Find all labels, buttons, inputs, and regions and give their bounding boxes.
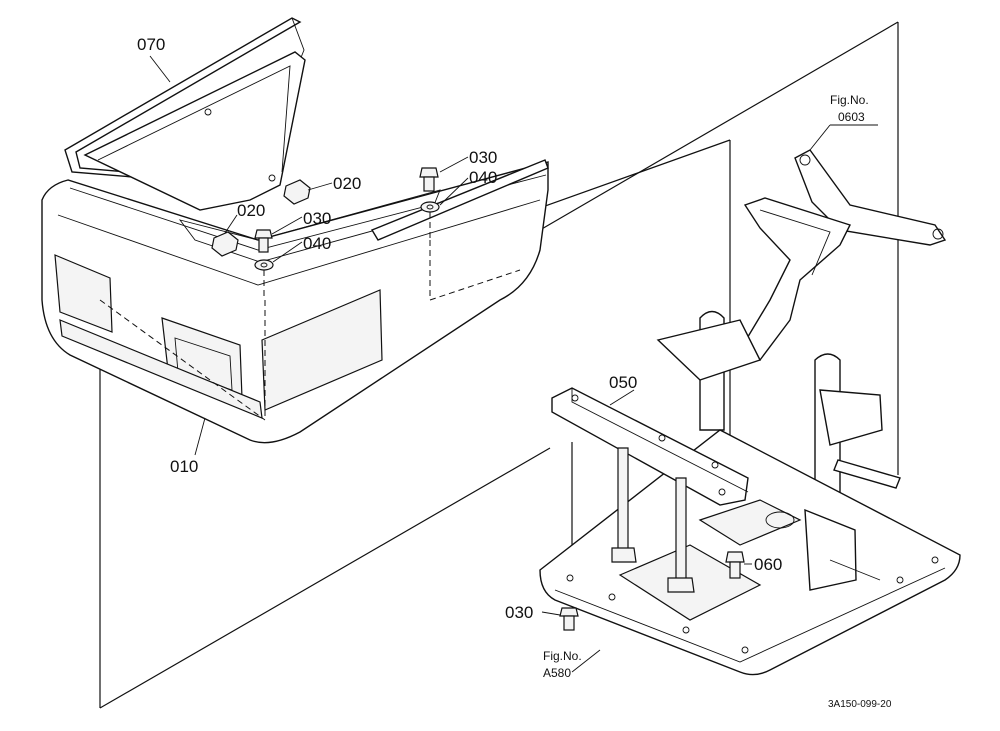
clip-part-020-lower [211, 231, 239, 257]
bolt-part-030-base [559, 607, 579, 631]
clip-part-020-upper [283, 179, 311, 205]
drawing-code: 3A150-099-20 [828, 699, 892, 710]
bolt-part-030-lower [254, 229, 273, 253]
washer-part-040-upper [420, 201, 440, 213]
fig-ref-bottom: Fig.No. A580 [543, 649, 582, 680]
label-040-lower: 040 [303, 234, 331, 253]
base-plate [539, 429, 961, 676]
label-030-lower: 030 [303, 209, 331, 228]
label-020-upper: 020 [333, 174, 361, 193]
grille-right-panel [261, 289, 383, 411]
hardware-right [283, 167, 440, 240]
label-050: 050 [609, 373, 637, 392]
cross-bracket-part-050 [551, 387, 749, 593]
label-030-base: 030 [505, 603, 533, 622]
base-side-bracket [804, 508, 857, 591]
bolt-part-060 [725, 551, 745, 579]
front-grille-assembly [41, 17, 549, 444]
label-030-upper: 030 [469, 148, 497, 167]
leader-lines [149, 55, 878, 673]
label-060: 060 [754, 555, 782, 574]
fig-ref-bottom-line1: Fig.No. [543, 649, 582, 663]
label-010: 010 [170, 457, 198, 476]
hardware-left [211, 229, 274, 298]
label-020-lower: 020 [237, 201, 265, 220]
hood-panel [83, 51, 306, 211]
fig-ref-top: Fig.No. 0603 [830, 93, 869, 124]
label-070: 070 [137, 35, 165, 54]
fig-ref-top-line1: Fig.No. [830, 93, 869, 107]
angled-support-channel [739, 197, 851, 361]
grille-left-opening [54, 254, 113, 333]
washer-part-040-lower [254, 259, 274, 271]
fig-ref-bottom-line2: A580 [543, 666, 571, 680]
bolt-part-030-upper [419, 167, 439, 192]
label-040-upper: 040 [469, 168, 497, 187]
fig-ref-top-line2: 0603 [838, 110, 865, 124]
part-labels: 070 010 020 020 030 040 030 040 050 060 … [137, 35, 782, 622]
